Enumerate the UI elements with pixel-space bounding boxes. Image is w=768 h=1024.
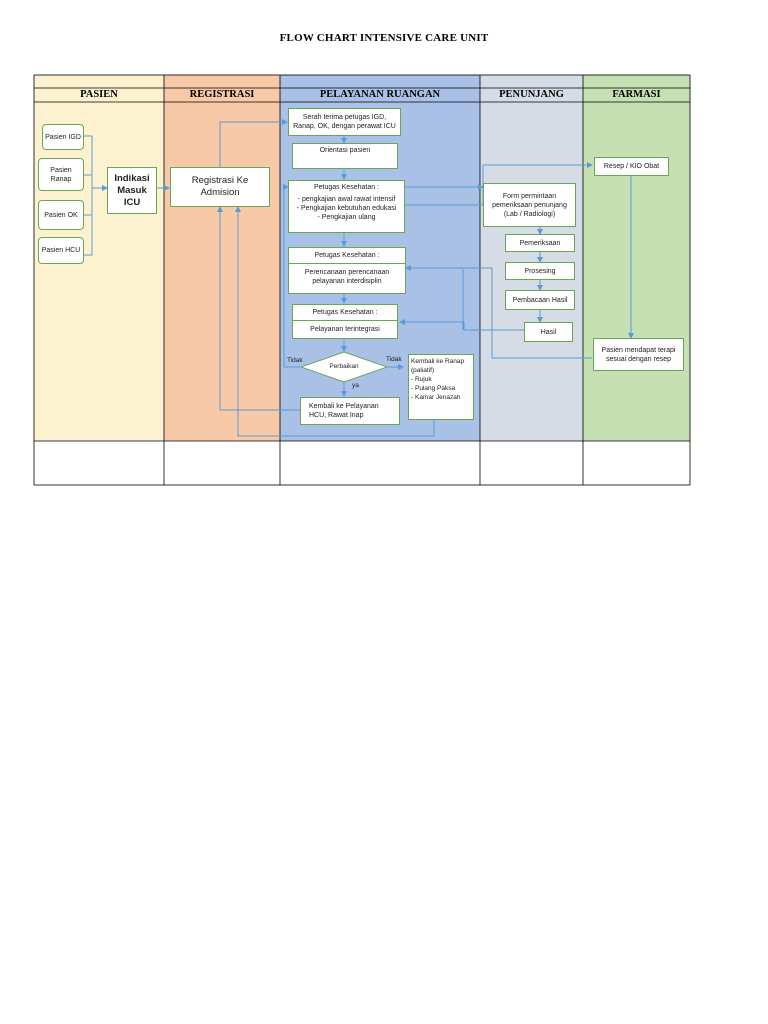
- list-item: - Pulang Paksa: [411, 385, 456, 392]
- kembali-list: Kembali ke Ranap (paliatif) - Rujuk - Pu…: [411, 357, 471, 402]
- registrasi-box: Registrasi Ke Admision: [170, 167, 270, 207]
- petugas3-body: Pelayanan terintegrasi: [310, 326, 380, 333]
- tidak-left-label: Tidak: [287, 357, 303, 364]
- pasien-igd-box: Pasien IGD: [42, 124, 84, 150]
- indikasi-box: Indikasi Masuk ICU: [107, 167, 157, 214]
- list-item: - Kamar Jenazah: [411, 394, 461, 401]
- list-item: - Rujuk: [411, 376, 432, 383]
- pembacaan-box: Pembacaan Hasil: [505, 290, 575, 310]
- pemeriksaan-box: Pemeriksaan: [505, 234, 575, 252]
- kembali-list-box: Kembali ke Ranap (paliatif) - Rujuk - Pu…: [408, 354, 474, 420]
- perbaikan-label: Perbaikan: [329, 363, 359, 370]
- lane-header-registrasi: REGISTRASI: [189, 89, 255, 100]
- petugas2-body: Perencanaan perencanaan pelayanan interd…: [304, 269, 390, 285]
- petugas3-box: Petugas Kesehatan : Pelayanan terintegra…: [292, 304, 398, 339]
- serah-terima-box: Serah terima petugas IGD, Ranap, OK, den…: [288, 108, 401, 136]
- list-item: Kembali ke Ranap (paliatif): [411, 358, 465, 374]
- ya-label: ya: [352, 382, 359, 389]
- lane-header-penunjang: PENUNJANG: [499, 89, 564, 100]
- prosesing-box: Prosesing: [505, 262, 575, 280]
- terapi-box: Pasien mendapat terapi sesuai dengan res…: [593, 338, 684, 371]
- lane-header-pasien: PASIEN: [80, 89, 118, 100]
- orientasi-box: Orientasi pasien: [292, 143, 398, 169]
- perbaikan-decision: [300, 351, 388, 383]
- resep-box: Resep / KIO Obat: [594, 157, 669, 176]
- pasien-ranap-box: Pasien Ranap: [38, 158, 84, 191]
- petugas1-title: Petugas Kesehatan :: [314, 184, 379, 191]
- petugas3-title: Petugas Kesehatan :: [293, 305, 397, 321]
- pasien-ok-box: Pasien OK: [38, 200, 84, 230]
- petugas1-item: - Pengkajian ulang: [317, 214, 376, 221]
- lane-header-pelayanan: PELAYANAN RUANGAN: [319, 89, 441, 100]
- form-permintaan-box: Form permintaan pemeriksaan penunjang (L…: [483, 183, 576, 227]
- petugas1-item: - Pengkajian kebutuhan edukasi: [296, 205, 397, 212]
- lane-penunjang: [480, 75, 583, 441]
- petugas1-box: Petugas Kesehatan : - pengkajian awal ra…: [288, 180, 405, 233]
- petugas2-title: Petugas Kesehatan :: [289, 248, 405, 264]
- petugas1-item: - pengkajian awal rawat intensif: [297, 196, 396, 203]
- kembali-hcu-box: Kembali ke Pelayanan HCU, Rawat Inap: [300, 397, 400, 425]
- tidak-right-label: Tidak: [386, 356, 402, 363]
- hasil-box: Hasil: [524, 322, 573, 342]
- lane-registrasi: [164, 75, 280, 441]
- pasien-hcu-box: Pasien HCU: [38, 237, 84, 264]
- page-title: FLOW CHART INTENSIVE CARE UNIT: [279, 32, 489, 44]
- lane-header-farmasi: FARMASI: [612, 89, 661, 100]
- petugas2-box: Petugas Kesehatan : Perencanaan perencan…: [288, 247, 406, 294]
- lane-farmasi: [583, 75, 690, 441]
